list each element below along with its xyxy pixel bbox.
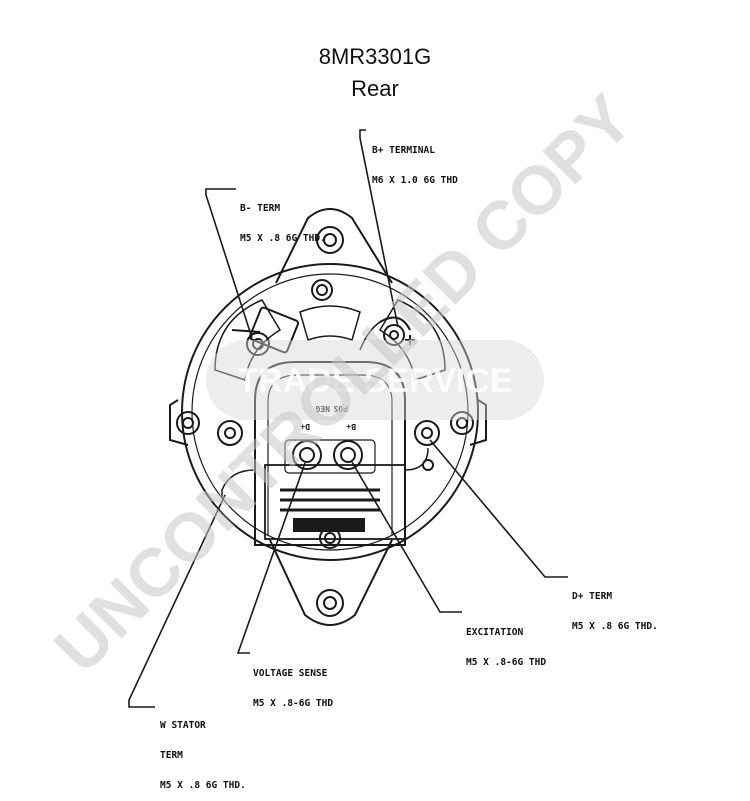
callout-w-stator: W STATOR TERM M5 X .8 6G THD.	[160, 701, 246, 801]
bottom-mount-ear	[269, 539, 393, 626]
bottom-mount-hole	[316, 589, 344, 617]
callout-b-plus-title: B+ TERMINAL	[372, 145, 435, 156]
leader-b-plus	[359, 129, 399, 328]
housing-mark-d: D+	[300, 422, 310, 431]
bolt-left	[217, 420, 243, 446]
right-side-lug	[450, 411, 474, 435]
b-minus-bracket	[248, 306, 300, 354]
housing-mark-pos: POS	[333, 404, 348, 413]
callout-b-minus-title: B- TERM	[240, 203, 281, 214]
view-subtitle: Rear	[351, 76, 399, 101]
callout-w-stator-thread: M5 X .8 6G THD.	[160, 780, 246, 791]
callout-voltage-sense: VOLTAGE SENSE M5 X .8-6G THD	[253, 649, 333, 719]
callout-d-plus-thread: M5 X .8 6G THD.	[572, 621, 658, 632]
leader-excitation	[351, 461, 462, 613]
b-plus-terminal	[383, 324, 405, 346]
top-mount-ear	[275, 208, 393, 284]
voltage-sense-terminal	[292, 440, 322, 470]
callout-b-plus-thread: M6 X 1.0 6G THD	[372, 175, 458, 186]
callout-voltage-sense-title: VOLTAGE SENSE	[253, 668, 328, 679]
leader-w-stator	[128, 494, 226, 708]
callout-b-minus: B- TERM M5 X .8 6G THD.	[240, 184, 326, 254]
callout-voltage-sense-thread: M5 X .8-6G THD	[253, 698, 334, 709]
callout-excitation: EXCITATION M5 X .8-6G THD	[466, 608, 546, 678]
leader-b-minus	[205, 188, 253, 339]
callout-excitation-title: EXCITATION	[466, 627, 524, 638]
trade-service-pill	[206, 340, 544, 420]
regulator-logo-plate	[293, 518, 365, 532]
callout-b-minus-thread: M5 X .8 6G THD.	[240, 233, 326, 244]
top-mount-hole	[316, 226, 344, 254]
housing-mark-neg: NEG	[315, 404, 330, 413]
housing-mark-b: B+	[346, 422, 356, 431]
housing-outer-ring	[181, 263, 479, 561]
leader-voltage-sense	[236, 462, 306, 654]
callout-d-plus: D+ TERM M5 X .8 6G THD.	[572, 572, 658, 642]
trade-service-watermark: TRADE SERVICE	[237, 362, 512, 400]
d-plus-lug	[422, 459, 434, 471]
uncontrolled-copy-watermark: UNCONTROLLED COPY	[40, 80, 647, 687]
callout-w-stator-title: W STATOR	[160, 720, 206, 731]
callout-b-plus: B+ TERMINAL M6 X 1.0 6G THD	[372, 126, 458, 196]
cooling-vent-right	[378, 299, 446, 381]
regulator-box	[264, 464, 406, 540]
cooling-vent-left	[214, 299, 282, 381]
leader-d-plus	[429, 439, 568, 578]
bolt-right	[414, 420, 440, 446]
callout-excitation-thread: M5 X .8-6G THD	[466, 657, 547, 668]
watermark-group: TRADE SERVICE UNCONTROLLED COPY	[40, 80, 647, 687]
bolt-top	[311, 279, 333, 301]
excitation-terminal	[333, 440, 363, 470]
part-number-title: 8MR3301G	[318, 44, 432, 69]
callout-d-plus-title: D+ TERM	[572, 591, 613, 602]
left-side-lug	[176, 411, 200, 435]
callout-w-stator-subtitle: TERM	[160, 750, 183, 761]
alternator-rear-diagram: NEG POS D+ B+ TRADE SERVICE UNCONTROLLED…	[40, 80, 647, 708]
regulator-cover	[254, 361, 406, 546]
b-minus-terminal	[246, 332, 270, 356]
